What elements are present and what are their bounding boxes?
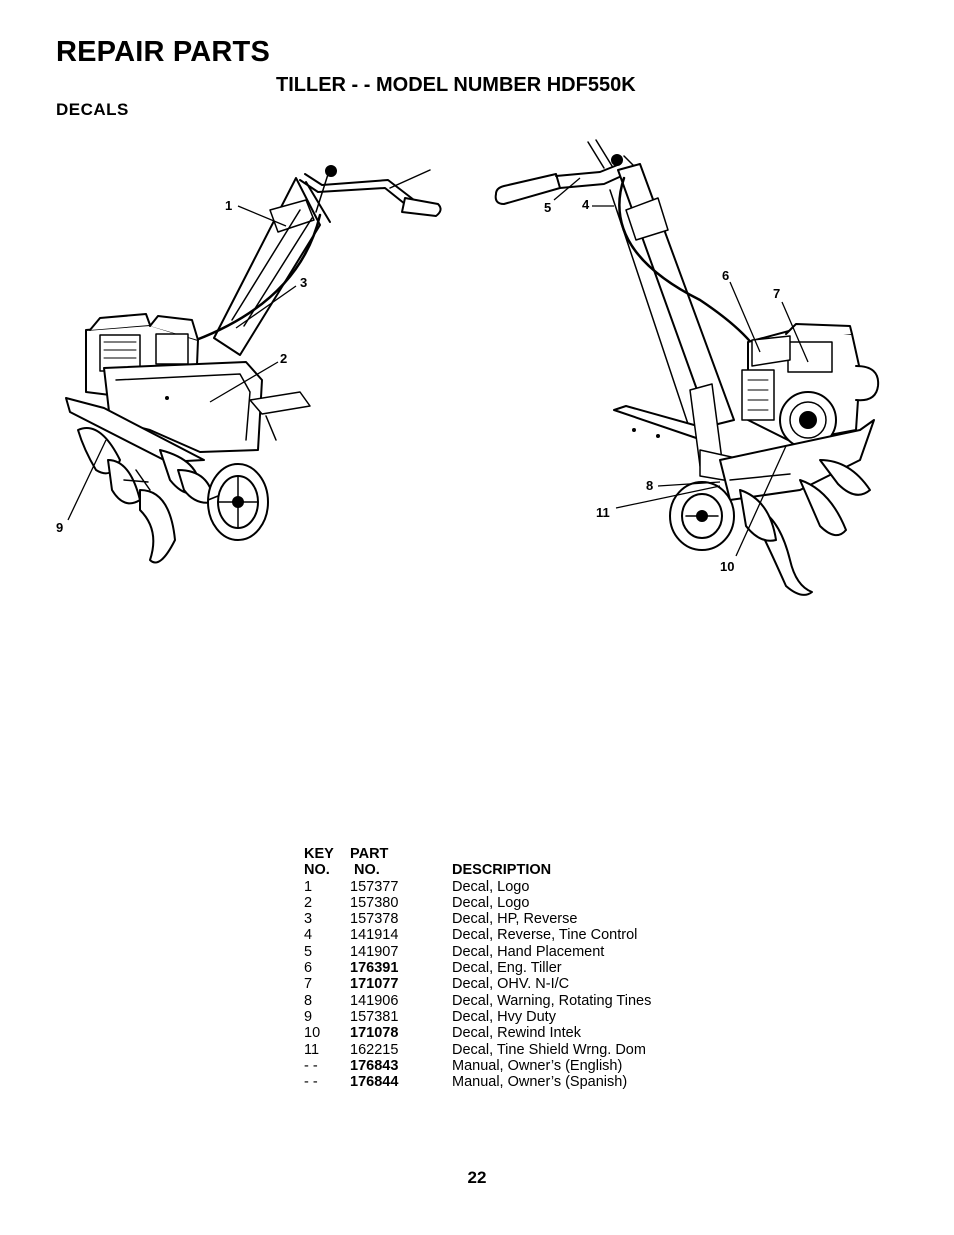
part-no-cell: 157380 bbox=[350, 894, 399, 911]
part-no-cell: 141914 bbox=[350, 927, 399, 944]
table-row: 3 157378 Decal, HP, Reverse bbox=[304, 911, 752, 927]
description-cell: Decal, Rewind Intek bbox=[452, 1025, 581, 1042]
key-no-cell: 10 bbox=[304, 1025, 321, 1042]
right-tiller-illustration bbox=[494, 139, 880, 596]
description-cell: Decal, OHV. N-I/C bbox=[452, 976, 570, 993]
description-cell: Decal, HP, Reverse bbox=[452, 911, 578, 928]
key-no-cell: 2 bbox=[304, 894, 313, 911]
callout-6: 6 bbox=[722, 268, 729, 283]
key-no-cell: 11 bbox=[304, 1041, 320, 1058]
part-no-cell: 171078 bbox=[350, 1025, 399, 1042]
key-no-cell: 7 bbox=[304, 976, 313, 993]
part-no-cell: 176391 bbox=[350, 960, 399, 977]
header-part-line2: NO. bbox=[354, 862, 380, 879]
header-key-line1: KEY bbox=[304, 846, 334, 862]
description-cell: Decal, Hand Placement bbox=[452, 943, 605, 960]
table-row: 6 176391 Decal, Eng. Tiller bbox=[304, 960, 752, 976]
callout-4: 4 bbox=[582, 197, 590, 212]
header-description: DESCRIPTION bbox=[452, 862, 552, 879]
description-cell: Decal, Reverse, Tine Control bbox=[452, 927, 638, 944]
callout-7: 7 bbox=[773, 286, 780, 301]
key-no-cell: 6 bbox=[304, 960, 313, 977]
header-part-line1: PART bbox=[350, 846, 389, 862]
table-row: 1 157377 Decal, Logo bbox=[304, 879, 752, 895]
section-heading: DECALS bbox=[56, 100, 129, 119]
part-no-cell: 176843 bbox=[350, 1057, 399, 1074]
table-row: 4 141914 Decal, Reverse, Tine Control bbox=[304, 927, 752, 943]
page-number: 22 bbox=[467, 1168, 487, 1187]
callout-1: 1 bbox=[225, 198, 232, 213]
part-no-cell: 141907 bbox=[350, 943, 399, 960]
part-no-cell: 157377 bbox=[350, 878, 399, 895]
description-cell: Decal, Logo bbox=[452, 878, 530, 895]
table-row: 9 157381 Decal, Hvy Duty bbox=[304, 1009, 752, 1025]
callout-5: 5 bbox=[544, 200, 551, 215]
description-cell: Manual, Owner’s (Spanish) bbox=[452, 1074, 628, 1091]
key-no-cell: 9 bbox=[304, 1008, 313, 1025]
callout-8: 8 bbox=[646, 478, 653, 493]
description-cell: Manual, Owner’s (English) bbox=[452, 1057, 623, 1074]
description-cell: Decal, Tine Shield Wrng. Dom bbox=[452, 1041, 646, 1058]
key-no-cell: 5 bbox=[304, 943, 313, 960]
model-subtitle: TILLER - - MODEL NUMBER HDF550K bbox=[276, 74, 636, 96]
table-row: 8 141906 Decal, Warning, Rotating Tines bbox=[304, 993, 752, 1009]
table-row: 7 171077 Decal, OHV. N-I/C bbox=[304, 976, 752, 992]
callout-11: 11 bbox=[596, 505, 610, 520]
page-title: REPAIR PARTS bbox=[56, 36, 271, 68]
callout-2: 2 bbox=[280, 351, 287, 366]
header-row-1: KEY PART bbox=[304, 846, 752, 862]
description-cell: Decal, Hvy Duty bbox=[452, 1008, 556, 1025]
header-row-2: NO. NO. DESCRIPTION bbox=[304, 862, 752, 878]
key-no-cell: 4 bbox=[304, 927, 313, 944]
description-cell: Decal, Warning, Rotating Tines bbox=[452, 992, 652, 1009]
part-no-cell: 157381 bbox=[350, 1008, 399, 1025]
key-no-cell: 1 bbox=[304, 878, 313, 895]
left-tiller-illustration bbox=[65, 165, 442, 564]
key-no-cell: - - bbox=[304, 1057, 318, 1074]
description-cell: Decal, Logo bbox=[452, 894, 530, 911]
key-no-cell: 8 bbox=[304, 992, 313, 1009]
callout-9: 9 bbox=[56, 520, 63, 535]
table-row: - - 176843 Manual, Owner’s (English) bbox=[304, 1058, 752, 1074]
callout-3: 3 bbox=[300, 275, 307, 290]
key-no-cell: 3 bbox=[304, 911, 313, 928]
part-no-cell: 176844 bbox=[350, 1074, 399, 1091]
key-no-cell: - - bbox=[304, 1074, 318, 1091]
header-spacer bbox=[452, 846, 752, 862]
part-no-cell: 141906 bbox=[350, 992, 399, 1009]
table-row: 10 171078 Decal, Rewind Intek bbox=[304, 1025, 752, 1041]
description-cell: Decal, Eng. Tiller bbox=[452, 960, 562, 977]
table-row: 5 141907 Decal, Hand Placement bbox=[304, 944, 752, 960]
table-row: - - 176844 Manual, Owner’s (Spanish) bbox=[304, 1074, 752, 1090]
tiller-decals-diagram: 1 2 3 4 5 6 7 8 9 10 11 bbox=[56, 139, 880, 596]
callout-leaders bbox=[67, 177, 809, 557]
callout-numbers: 1 2 3 4 5 6 7 8 9 10 11 bbox=[56, 197, 780, 574]
table-row: 2 157380 Decal, Logo bbox=[304, 895, 752, 911]
header-key-line2: NO. bbox=[304, 862, 330, 879]
table-row: 11 162215 Decal, Tine Shield Wrng. Dom bbox=[304, 1042, 752, 1058]
part-no-cell: 157378 bbox=[350, 911, 399, 928]
callout-10: 10 bbox=[720, 559, 734, 574]
part-no-cell: 171077 bbox=[350, 976, 399, 993]
part-no-cell: 162215 bbox=[350, 1041, 399, 1058]
